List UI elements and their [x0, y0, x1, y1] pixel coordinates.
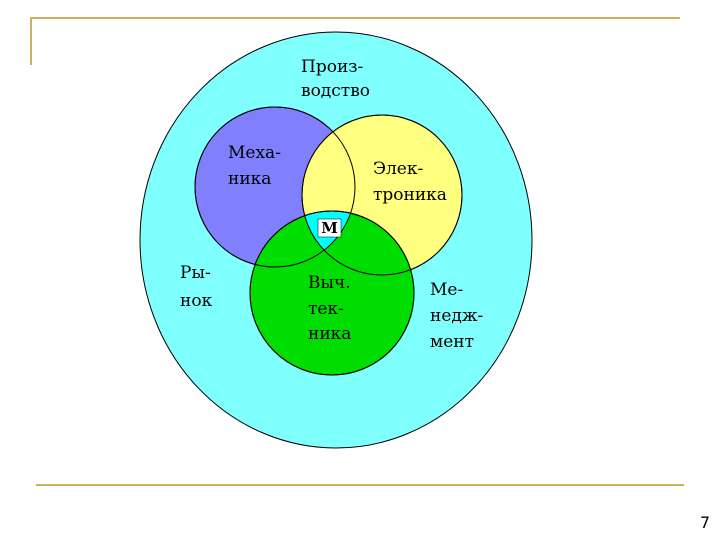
computing-label-line-3: ника: [308, 324, 351, 344]
mechanics-label-line-1: Меха-: [228, 143, 281, 163]
bottom-frame-line: [36, 484, 684, 486]
electronics-label-line-2: троника: [373, 185, 447, 205]
left-frame-tick: [30, 17, 32, 65]
production-label-line-1: Произ-: [301, 57, 363, 77]
electronics-outline: [301, 114, 463, 276]
market-label-line-2: нок: [180, 291, 213, 311]
management-label-line-3: мент: [430, 332, 474, 352]
production-label-line-2: водство: [301, 81, 370, 101]
intersection-label: М: [321, 219, 338, 237]
management-label-line-2: недж-: [430, 306, 483, 326]
computing-label-line-1: Выч.: [308, 273, 351, 293]
market-label-line-1: Ры-: [180, 263, 211, 283]
computing-label-line-2: тек-: [308, 299, 344, 319]
electronics-label-line-1: Элек-: [373, 159, 423, 179]
management-label-line-1: Ме-: [430, 280, 463, 300]
computing-outline: [249, 210, 415, 376]
top-frame-line: [30, 17, 680, 19]
mechanics-label-line-2: ника: [228, 169, 271, 189]
mechanics-outline: [194, 106, 356, 268]
intersection-label-box: [317, 218, 342, 238]
page-number: 7: [699, 513, 710, 532]
